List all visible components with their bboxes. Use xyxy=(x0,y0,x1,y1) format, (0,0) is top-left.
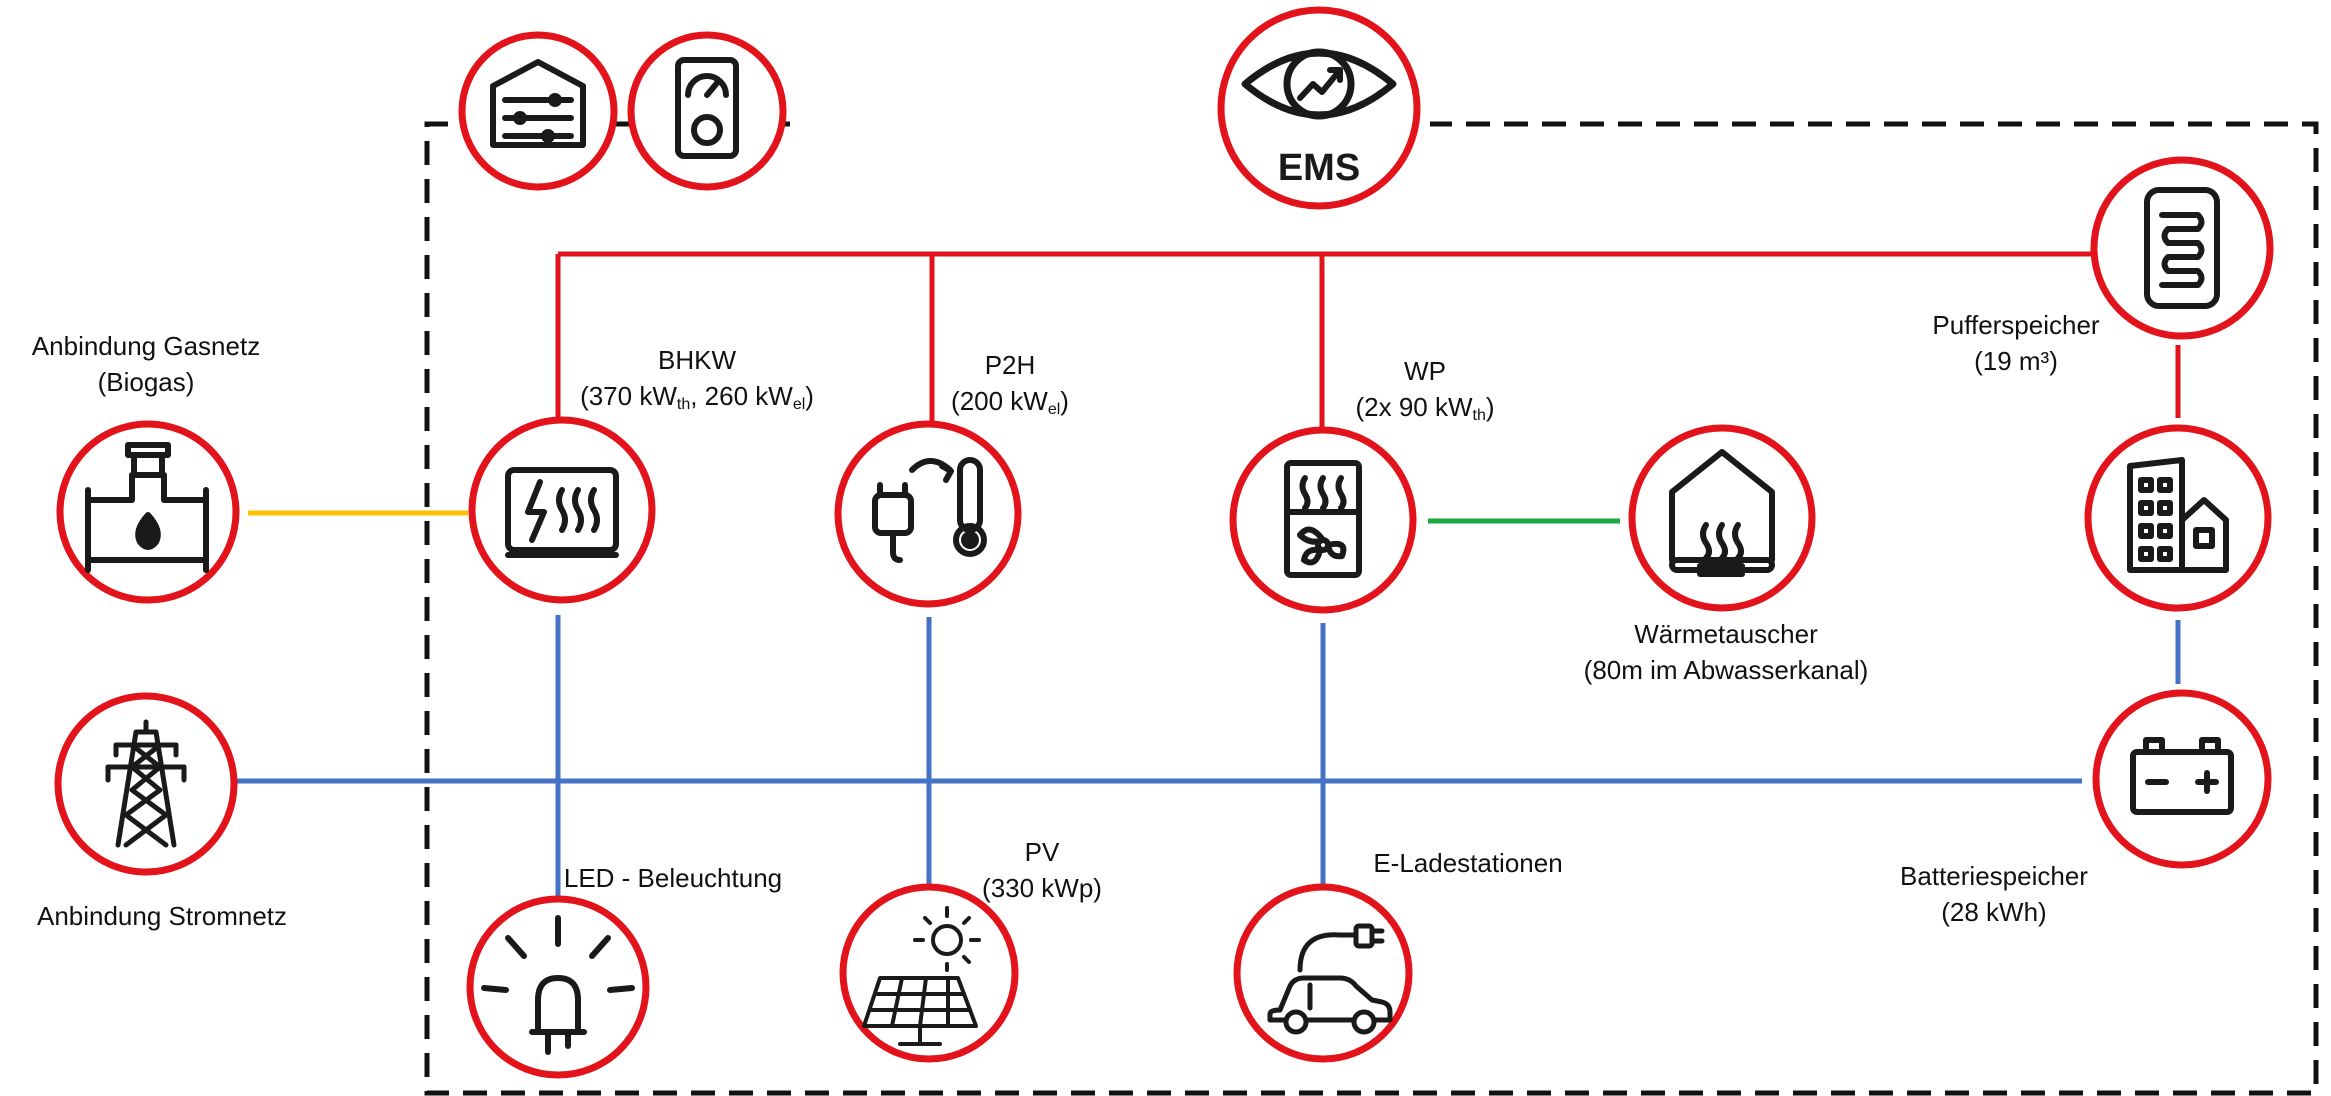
batterie-label: Batteriespeicher (28 kWh) xyxy=(1900,861,2088,927)
battery-icon xyxy=(2130,737,2234,815)
ems-label: EMS xyxy=(1278,147,1360,189)
buildings-icon xyxy=(2127,457,2229,573)
heat-network xyxy=(555,251,2181,430)
wp-label: WP (2x 90 kWth) xyxy=(1355,356,1495,424)
gas-pipe-icon xyxy=(85,442,209,573)
solar-panel-icon xyxy=(862,906,981,1046)
heat-pump-icon xyxy=(1284,460,1362,578)
ems-node[interactable] xyxy=(1217,6,1421,210)
gasnetz-node[interactable] xyxy=(56,420,240,604)
stromnetz-node[interactable] xyxy=(54,692,238,876)
ems-eye-icon xyxy=(1241,48,1397,120)
pv-node[interactable] xyxy=(839,883,1019,1063)
gebaeude-node[interactable] xyxy=(2084,424,2272,612)
waermetauscher-label: Wärmetauscher (80m im Abwasserkanal) xyxy=(1583,619,1869,685)
led-icon xyxy=(481,915,635,1055)
steuerung-node[interactable] xyxy=(458,31,618,191)
led-label: LED - Beleuchtung xyxy=(563,863,783,893)
p2h-label: P2H (200 kWel) xyxy=(951,350,1069,418)
p2h-node[interactable] xyxy=(834,420,1022,608)
pv-label: PV (330 kWp) xyxy=(982,837,1102,903)
pufferspeicher-node[interactable] xyxy=(2090,156,2274,340)
eladen-node[interactable] xyxy=(1233,883,1413,1063)
power-to-heat-icon xyxy=(872,457,987,563)
chp-generator-icon xyxy=(505,467,619,558)
heat-exchanger-icon xyxy=(1669,449,1775,577)
messung-node[interactable] xyxy=(627,31,787,191)
pufferspeicher-label: Pufferspeicher (19 m³) xyxy=(1932,310,2100,376)
control-panel-icon xyxy=(490,59,586,148)
gasnetz-label: Anbindung Gasnetz (Biogas) xyxy=(31,331,261,397)
buffer-tank-icon xyxy=(2144,187,2220,309)
power-network xyxy=(236,615,2181,898)
eladen-label: E-Ladestationen xyxy=(1373,848,1563,878)
system-boundary xyxy=(424,121,2319,1096)
batterie-node[interactable] xyxy=(2092,689,2272,869)
power-pylon-icon xyxy=(105,719,187,848)
stromnetz-label: Anbindung Stromnetz xyxy=(36,901,288,931)
bhkw-label: BHKW (370 kWth, 260 kWel) xyxy=(580,345,814,413)
meter-icon xyxy=(675,57,739,159)
ev-charging-icon xyxy=(1267,923,1393,1035)
wp-node[interactable] xyxy=(1229,426,1417,614)
